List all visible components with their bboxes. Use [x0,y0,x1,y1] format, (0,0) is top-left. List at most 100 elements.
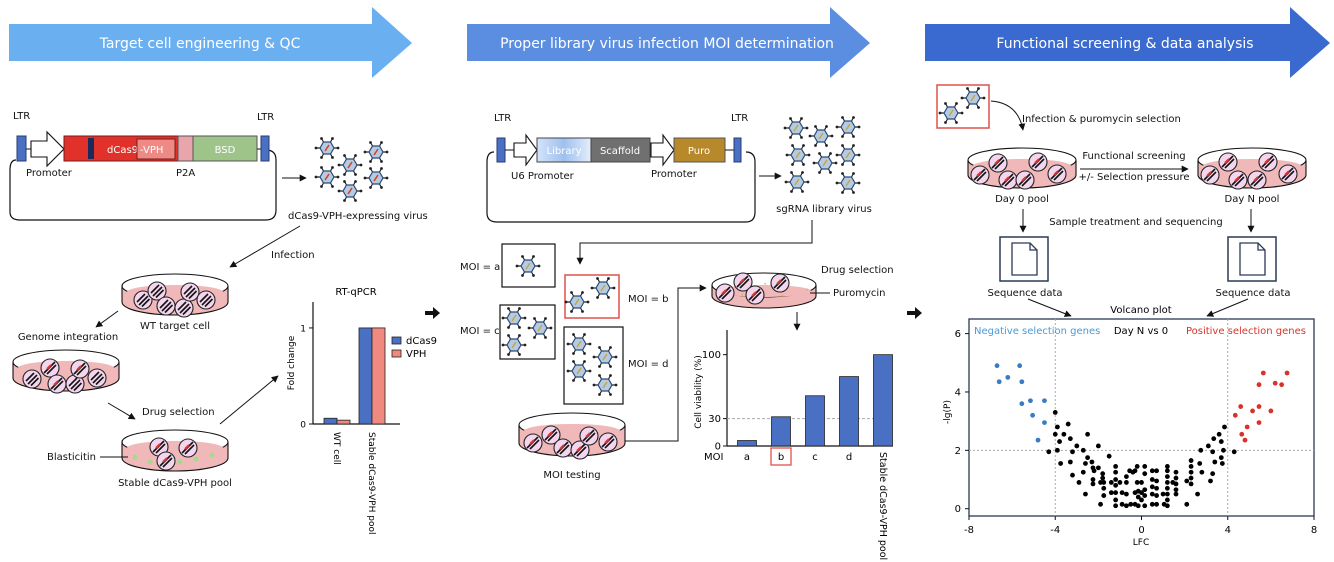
legend-label-dcas9: dCas9 [406,336,437,347]
legend-swatch-vph [391,349,402,358]
stage-arrow-2: Proper library virus infection MOI deter… [467,7,870,78]
y-tick-label: 4 [955,387,961,398]
point-non-significant [1221,447,1226,453]
ltr-right-label: LTR [257,112,274,123]
y-tick-label: 0 [955,504,961,515]
scaffold-segment [590,137,651,163]
selection-pressure-label: +/- Selection pressure [1079,172,1190,183]
y-tick-label: 0 [300,421,306,431]
p2a-label: P2A [176,168,195,179]
point-non-significant [1070,449,1075,455]
point-non-significant [1113,469,1119,475]
point-non-significant [1154,485,1159,491]
point-non-significant [1142,487,1148,493]
nls-block [88,138,94,159]
y-tick-label: 30 [708,414,721,425]
point-non-significant [1085,431,1090,437]
point-positive-selection-genes [1238,404,1244,409]
point-non-significant [1108,480,1114,485]
bar-dcas9-1 [358,327,373,425]
svg-text:*: * [781,295,784,301]
point-non-significant [1095,443,1101,449]
sequence-data-file-icon [999,236,1049,282]
point-non-significant [1198,447,1204,453]
point-non-significant [1058,461,1064,466]
point-positive-selection-genes [1256,420,1262,426]
point-non-significant [1160,491,1166,497]
legend-swatch-dcas9 [391,336,402,345]
bsd-segment [192,135,258,162]
bar-0 [737,440,757,447]
point-non-significant [1089,459,1095,465]
point-non-significant [1188,475,1194,481]
point-non-significant [1100,471,1106,477]
moi-c-box [499,304,556,360]
stable-pool-label: Stable dCas9-VPH pool [118,478,232,489]
point-non-significant [1188,458,1194,463]
point-non-significant [1164,463,1170,469]
dcas9-virus-label: dCas9-VPH-expressing virus [288,211,428,222]
wt-target-cell-dish [121,273,229,318]
point-non-significant [1211,436,1217,442]
point-non-significant [1149,477,1155,482]
point-non-significant [1052,409,1058,415]
point-non-significant [1132,468,1138,474]
stage-arrow-1: Target cell engineering & QC [9,7,412,78]
point-positive-selection-genes [1256,404,1262,409]
point-negative-selection-genes [1035,437,1041,443]
point-non-significant [1197,461,1203,466]
dcas9-label: dCas9 [107,145,138,156]
library-segment [536,137,592,163]
legend-label-vph: VPH [406,349,426,360]
point-non-significant [1149,501,1155,507]
point-non-significant [1149,468,1155,474]
point-non-significant [1173,475,1179,481]
integrated-cell-dish [12,349,120,394]
y-axis-label: Cell viability (%) [694,355,704,429]
svg-text:*: * [741,294,744,300]
point-non-significant [1124,503,1129,509]
genome-integration-label: Genome integration [18,332,118,343]
point-non-significant [1222,424,1227,430]
point-positive-selection-genes [1256,382,1262,388]
point-non-significant [1113,463,1119,469]
u6-promoter-arrow-icon [513,133,538,167]
moi-a-label: MOI = a [460,262,500,273]
x-tick-label: -8 [964,525,974,536]
dcas9-vph-construct: LTR LTR Promoter dCas9 -VPH P2A BSD [9,111,277,221]
point-non-significant [1164,491,1170,497]
point-non-significant [1117,480,1123,485]
blasticitin-label: Blasticitin [47,452,96,463]
u6-promoter-label: U6 Promoter [511,171,575,182]
moi-testing-label: MOI testing [543,470,600,481]
ltr-right [260,135,270,162]
point-non-significant [1101,485,1107,491]
point-non-significant [1164,497,1170,503]
point-positive-selection-genes [1250,408,1255,414]
point-non-significant [1061,431,1067,437]
x-tick-label: 8 [1311,525,1317,536]
y-tick-label: 2 [955,446,961,457]
point-non-significant [1119,501,1125,507]
sgrna-virus-cluster [782,115,862,195]
wt-target-cell-label: WT target cell [140,321,210,332]
point-non-significant [1139,497,1144,503]
x-tick-label: c [812,452,818,463]
point-non-significant [1083,491,1088,497]
ltr-left-2 [496,137,506,163]
point-non-significant [1173,491,1179,497]
promoter-label: Promoter [26,168,73,179]
vph-segment [136,138,176,160]
point-non-significant [1134,463,1140,469]
point-negative-selection-genes [996,379,1002,385]
point-non-significant [1052,431,1058,437]
day0-pool-dish [967,147,1077,190]
point-non-significant [1065,421,1071,427]
point-non-significant [1154,501,1159,507]
y-axis-label: Fold change [287,335,297,390]
point-positive-selection-genes [1242,437,1248,443]
x-tick-label: a [744,452,750,463]
point-negative-selection-genes [1017,363,1023,369]
